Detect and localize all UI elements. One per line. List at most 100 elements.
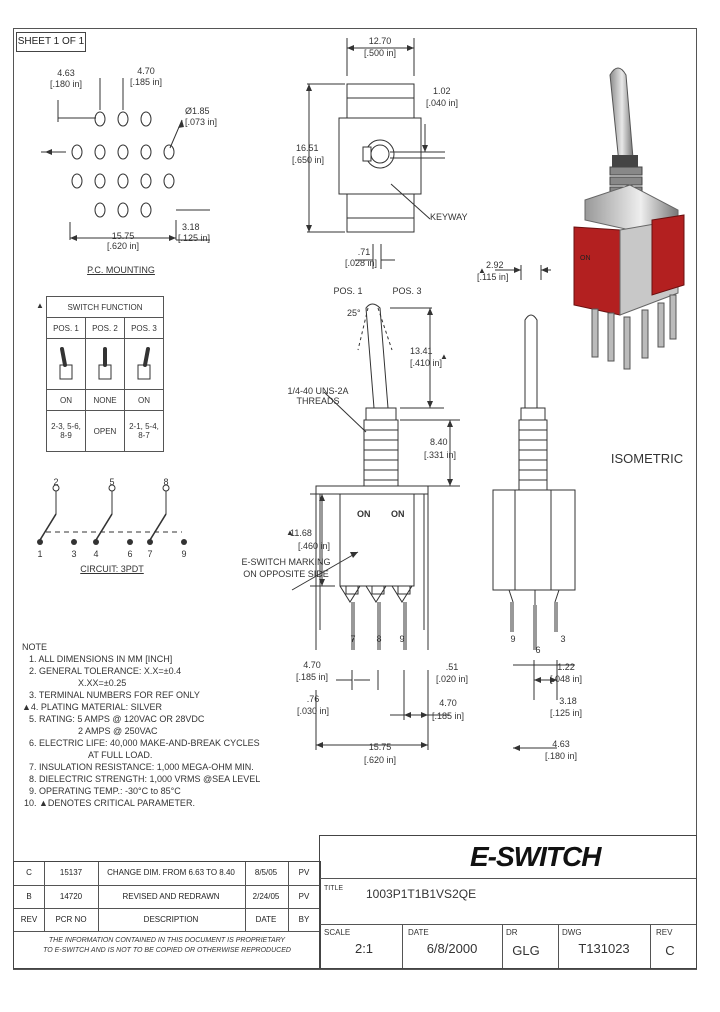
sf-conn-pos2: OPEN — [85, 410, 125, 452]
circuit-bot-9: 9 — [181, 549, 187, 559]
pc-dim-5-in: [.125 in] — [178, 233, 211, 243]
side-pin-6: 6 — [535, 645, 541, 655]
sheet-border — [13, 28, 697, 970]
dwg-label: DWG — [562, 928, 582, 937]
front-pos1: POS. 1 — [333, 286, 363, 296]
pc-dim-4: 15.75 — [111, 231, 135, 241]
isometric-label: ISOMETRIC — [610, 451, 684, 466]
sf-icon-pos3 — [124, 338, 164, 390]
note-7: 7. INSULATION RESISTANCE: 1,000 MEGA-OHM… — [29, 762, 254, 772]
pc-mounting-title: P.C. MOUNTING — [87, 265, 155, 275]
pc-dim-3-in: [.073 in] — [185, 117, 218, 127]
keyway-label: KEYWAY — [430, 212, 468, 222]
front-on2: ON — [391, 509, 405, 519]
pc-dim-4-in: [.620 in] — [106, 241, 140, 251]
side-dim-c: 4.63 — [552, 739, 570, 749]
front-pos3: POS. 3 — [392, 286, 422, 296]
circuit-top-2: 2 — [53, 477, 59, 487]
side-dim-top-in: [.115 in] — [477, 272, 509, 282]
rev-header-rev: REV — [20, 915, 38, 924]
front-dim-a-in: [.185 in] — [295, 672, 329, 682]
rev-label: REV — [656, 928, 673, 937]
title-label: TITLE — [324, 885, 344, 892]
lever-critical-triangle-icon: ▲ — [440, 352, 448, 361]
title-block: E-SWITCH TITLE 1003P1T1B1VS2QE SCALE 2:1… — [319, 835, 697, 969]
front-angle: 25° — [347, 308, 361, 318]
top-dim-b: .71 — [357, 247, 371, 257]
front-dim-lever: 13.41 — [410, 346, 433, 356]
front-marking-note: E-SWITCH MARKING ON OPPOSITE SIDE — [241, 557, 331, 579]
revision-header-row: REV PCR NO DESCRIPTION DATE BY — [14, 908, 320, 932]
scale-value: 2:1 — [354, 941, 374, 956]
isometric-drawing: ON — [573, 67, 685, 370]
pc-dim-3: Ø1.85 — [185, 106, 210, 116]
rev-c-rev: C — [26, 868, 32, 877]
pc-mounting-drawing — [41, 78, 210, 241]
pc-dim-2-in: [.185 in] — [129, 77, 163, 87]
sf-header-pos1: POS. 1 — [46, 317, 86, 339]
sf-state-pos2: NONE — [85, 389, 125, 411]
sf-icon-pos2 — [85, 338, 125, 390]
note-9: 9. OPERATING TEMP.: -30°C to 85°C — [29, 786, 181, 796]
front-dim-body: 11.68 — [290, 528, 312, 538]
front-view-drawing — [291, 303, 460, 750]
note-6b: AT FULL LOAD. — [88, 750, 153, 760]
note-5: 5. RATING: 5 AMPS @ 120VAC OR 28VDC — [29, 714, 205, 724]
front-dim-lever-in: [.410 in] — [410, 358, 443, 368]
svg-text:ON: ON — [580, 255, 591, 262]
pc-dim-5: 3.18 — [182, 222, 200, 232]
note-5b: 2 AMPS @ 250VAC — [78, 726, 158, 736]
note-10: 10. ▲DENOTES CRITICAL PARAMETER. — [24, 798, 195, 808]
note-4: ▲4. PLATING MATERIAL: SILVER — [22, 702, 162, 712]
critical-triangle-icon: ▲ — [36, 301, 44, 310]
sf-header-pos3: POS. 3 — [124, 317, 164, 339]
front-dim-bush: 8.40 — [430, 437, 448, 447]
rev-header-pcr: PCR NO — [55, 915, 87, 924]
switch-function-title: SWITCH FUNCTION — [46, 296, 164, 318]
note-1: 1. ALL DIMENSIONS IN MM [INCH] — [29, 654, 173, 664]
circuit-bot-7: 7 — [147, 549, 153, 559]
dwg-value: T131023 — [578, 941, 630, 956]
side-pin-3: 3 — [560, 634, 566, 644]
body-critical-triangle-icon: ▲ — [286, 528, 294, 537]
top-dim-k: 1.02 — [433, 86, 451, 96]
notes-block: NOTE 1. ALL DIMENSIONS IN MM [INCH] 2. G… — [22, 641, 260, 809]
front-dim-b: .76 — [306, 694, 320, 704]
top-dim-w: 12.70 — [368, 36, 392, 46]
sf-conn-pos3: 2-1, 5-4, 8-7 — [124, 410, 164, 452]
rev-value: C — [665, 943, 675, 958]
front-pin-8: 8 — [376, 634, 382, 644]
side-dim-a: 1.22 — [557, 662, 575, 672]
rev-header-desc: DESCRIPTION — [143, 915, 199, 924]
rev-c-by: PV — [298, 868, 310, 877]
drawn-by-value: GLG — [512, 943, 540, 958]
side-pin-9: 9 — [510, 634, 516, 644]
circuit-drawing — [37, 484, 187, 545]
front-dim-c-in: [.020 in] — [435, 674, 469, 684]
top-dim-k-in: [.040 in] — [426, 98, 459, 108]
rev-c-pcr: 15137 — [59, 868, 83, 877]
front-dim-d-in: [.185 in] — [431, 711, 465, 721]
side-dim-b: 3.18 — [559, 696, 577, 706]
front-dim-bush-in: [.331 in] — [424, 450, 457, 460]
note-2: 2. GENERAL TOLERANCE: X.X=±0.4 — [29, 666, 182, 676]
sf-icon-pos1 — [46, 338, 86, 390]
sheet-label: SHEET 1 OF 1 — [16, 32, 86, 52]
disclaimer-line-1: THE INFORMATION CONTAINED IN THIS DOCUME… — [48, 937, 286, 944]
top-view-drawing — [306, 38, 445, 269]
side-dim-top: 2.92 — [486, 260, 504, 270]
disclaimer-line-2: TO E-SWITCH AND IS NOT TO BE COPIED OR O… — [43, 947, 291, 954]
pc-dim-2: 4.70 — [137, 66, 155, 76]
note-2b: X.XX=±0.25 — [78, 678, 127, 688]
rev-b-date: 2/24/05 — [252, 892, 280, 901]
date-value: 6/8/2000 — [426, 941, 478, 956]
e-switch-logo: E-SWITCH — [470, 841, 601, 872]
pc-dim-1: 4.63 — [57, 68, 75, 78]
front-pin-9: 9 — [399, 634, 405, 644]
circuit-bot-3: 3 — [71, 549, 77, 559]
top-dim-h-in: [.650 in] — [292, 155, 325, 165]
side-critical-triangle-icon: ▲ — [478, 266, 486, 275]
date-label: DATE — [408, 928, 429, 937]
front-threads: 1/4-40 UNS-2A THREADS — [287, 386, 349, 406]
front-dim-b-in: [.030 in] — [296, 706, 330, 716]
